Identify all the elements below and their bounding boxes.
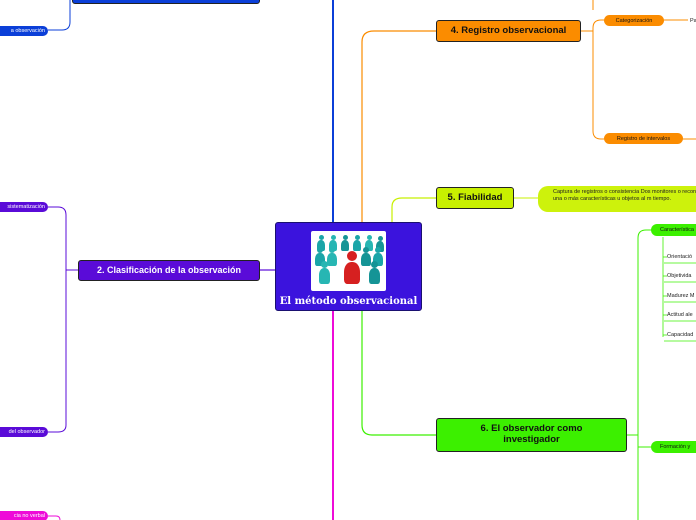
branch-6-child-2-label: Formación y <box>660 444 691 450</box>
branch-2-child-bottom[interactable]: del observador <box>0 427 48 437</box>
purple-child-bottom-line <box>48 270 67 433</box>
blue-branch-node[interactable] <box>72 0 260 4</box>
branch-6-child-1-label: Característica <box>660 227 694 233</box>
blue-child-node[interactable]: a observación <box>0 26 48 36</box>
branch-6-item-5[interactable]: Capacidad <box>667 330 696 340</box>
teal-person-figure <box>329 235 337 252</box>
branch-6-node[interactable]: 6. El observador como investigador <box>436 418 627 452</box>
teal-person-figure <box>361 247 371 267</box>
branch-2-title: 2. Clasificación de la observación <box>96 265 242 276</box>
branch-4-child-1-sub-label: Pa <box>690 17 696 24</box>
central-topic-title: El método observacional <box>279 296 418 307</box>
branch-5-description: Captura de registros o consistencia Dos … <box>538 186 696 212</box>
branch-4-node[interactable]: 4. Registro observacional <box>436 20 581 42</box>
branch-4-child-2-label: Registro de intervalos <box>616 135 671 142</box>
teal-person-figure <box>376 236 384 253</box>
branch-2-child-bottom-label: del observador <box>8 429 45 435</box>
teal-person-figure <box>353 235 361 252</box>
red-person-figure <box>344 251 360 285</box>
teal-person-figure <box>317 235 325 252</box>
branch-6-item-3-label: Madurez M <box>667 293 695 299</box>
branch-2-child-top-label: sistematización <box>7 204 45 210</box>
branch-6-child-1[interactable]: Característica <box>651 224 696 236</box>
green-child-2-line <box>637 435 651 448</box>
orange-child-1-line <box>581 19 604 32</box>
branch-4-child-2[interactable]: Registro de intervalos <box>604 133 683 144</box>
teal-person-figure <box>341 235 349 252</box>
branch-6-item-3[interactable]: Madurez M <box>667 291 696 301</box>
magenta-branch-line <box>48 515 61 520</box>
magenta-child-node[interactable]: cia no verbal <box>0 511 48 520</box>
branch-6-title: 6. El observador como investigador <box>480 423 583 445</box>
teal-person-figure <box>327 247 337 267</box>
magenta-child-label: cia no verbal <box>13 513 45 519</box>
teal-person-figure <box>315 247 325 267</box>
green-child-1-line <box>627 229 651 436</box>
orange-trunk-line <box>361 30 436 222</box>
purple-child-top-line <box>48 206 78 271</box>
central-topic-node[interactable]: El método observacional <box>275 222 422 311</box>
teal-person-figure <box>369 261 381 285</box>
branch-6-item-5-label: Capacidad <box>667 332 694 338</box>
branch-6-item-1[interactable]: Orientació <box>667 252 696 262</box>
green-trunk-line <box>361 311 436 436</box>
blue-child-label: a observación <box>10 28 45 34</box>
branch-2-child-top[interactable]: sistematización <box>0 202 48 212</box>
teal-person-figure <box>319 261 331 285</box>
blue-branch-line <box>48 0 71 31</box>
branch-5-title: 5. Fiabilidad <box>447 191 503 203</box>
branch-6-item-1-label: Orientació <box>667 254 693 260</box>
branch-4-title: 4. Registro observacional <box>450 24 567 36</box>
branch-2-node[interactable]: 2. Clasificación de la observación <box>78 260 260 281</box>
branch-4-child-1[interactable]: Categorización <box>604 15 664 26</box>
branch-6-child-2[interactable]: Formación y <box>651 441 696 453</box>
branch-6-item-4[interactable]: Actitud ale <box>667 310 696 320</box>
branch-5-node[interactable]: 5. Fiabilidad <box>436 187 514 209</box>
branch-5-description-text: Captura de registros o consistencia Dos … <box>553 189 696 203</box>
people-network-icon <box>311 231 386 291</box>
branch-6-item-2-label: Objetivida <box>667 273 692 279</box>
teal-person-figure <box>373 247 383 267</box>
branch-6-item-2[interactable]: Objetivida <box>667 271 696 281</box>
branch-6-item-4-label: Actitud ale <box>667 312 693 318</box>
teal-person-figure <box>365 235 373 252</box>
orange-child-2-line <box>592 31 604 140</box>
branch-4-child-1-label: Categorización <box>615 17 653 24</box>
branch-4-child-1-sub[interactable]: Pa <box>690 15 696 26</box>
lime-branch-line <box>391 197 436 222</box>
